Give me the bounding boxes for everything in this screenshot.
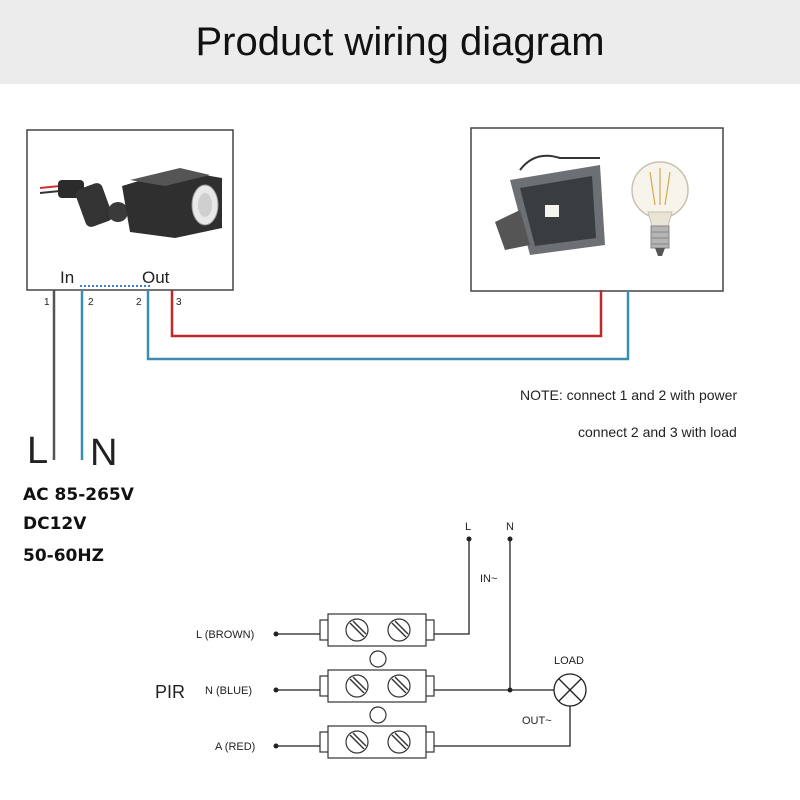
title-banner: Product wiring diagram xyxy=(0,0,800,84)
wire-label-brown: L (BROWN) xyxy=(196,629,254,641)
n-label: N xyxy=(90,432,117,474)
red-load-wire xyxy=(170,290,603,338)
spec-ac: AC 85-265V xyxy=(23,485,135,505)
out-label: Out xyxy=(142,268,170,287)
wire-label-red: A (RED) xyxy=(215,741,255,753)
sensor-box: In Out xyxy=(26,129,234,291)
terminal-2-label: 2 xyxy=(88,297,94,308)
terminal-block-schematic: L N IN~ xyxy=(273,521,587,759)
load-label: LOAD xyxy=(554,655,584,667)
schematic-top-n: N xyxy=(506,521,514,533)
load-lamp-symbol xyxy=(553,673,587,707)
spec-freq: 50-60HZ xyxy=(23,546,104,566)
terminal-2b-label: 2 xyxy=(136,297,142,308)
floodlight-image xyxy=(495,154,605,255)
bulb-image xyxy=(631,161,689,256)
schematic-in-label: IN~ xyxy=(480,573,497,585)
pir-sensor-image xyxy=(39,168,222,238)
terminal-1-label: 1 xyxy=(44,297,50,308)
wire-label-blue: N (BLUE) xyxy=(205,685,252,697)
spec-dc: DC12V xyxy=(23,514,87,534)
note-line-1: NOTE: connect 1 and 2 with power xyxy=(520,387,737,403)
pir-label: PIR xyxy=(155,682,185,702)
terminal-3-label: 3 xyxy=(176,297,182,308)
lamp-box xyxy=(470,127,724,292)
note-line-2: connect 2 and 3 with load xyxy=(578,424,737,440)
blue-load-wire xyxy=(146,290,630,361)
page-title: Product wiring diagram xyxy=(195,19,605,64)
in-label: In xyxy=(60,268,74,287)
schematic-out-label: OUT~ xyxy=(522,715,552,727)
schematic-top-l: L xyxy=(465,521,471,533)
l-label: L xyxy=(27,430,48,472)
